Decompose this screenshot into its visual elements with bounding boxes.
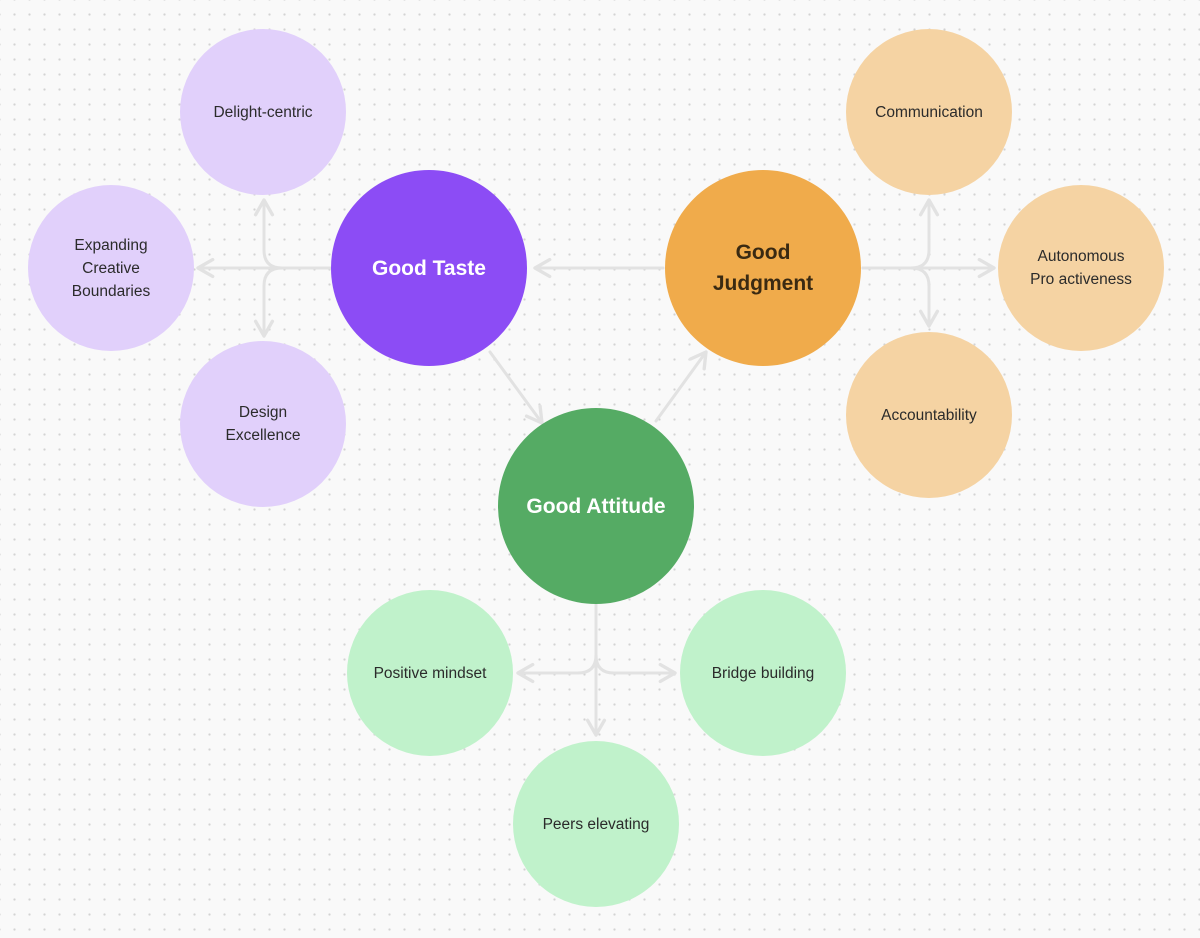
peers-elevating-node[interactable]: Peers elevating (513, 741, 679, 907)
good-taste-label: Good Taste (372, 256, 486, 280)
good-taste-node[interactable]: Good Taste (331, 170, 527, 366)
connector-judgment-to-communication (861, 198, 940, 270)
connector-taste-to-attitude (488, 350, 544, 425)
positive-mindset-node[interactable]: Positive mindset (347, 590, 513, 756)
expanding-creative-boundaries-label: Expanding Creative Boundaries (71, 236, 151, 300)
accountability-label: Accountability (881, 406, 977, 424)
connector-attitude-to-positive (516, 603, 598, 684)
bridge-building-node[interactable]: Bridge building (680, 590, 846, 756)
peers-elevating-label: Peers elevating (542, 815, 650, 833)
delight-centric-label: Delight-centric (213, 103, 313, 121)
delight-centric-node[interactable]: Delight-centric (180, 29, 346, 195)
connector-judgment-to-accountability (861, 266, 940, 328)
communication-label: Communication (875, 103, 983, 121)
autonomous-pro-activeness-label: Autonomous Pro activeness (1030, 248, 1132, 288)
design-excellence-label: Design Excellence (225, 404, 301, 444)
communication-node[interactable]: Communication (846, 29, 1012, 195)
expanding-creative-boundaries-node[interactable]: Expanding Creative Boundaries (28, 185, 194, 351)
connector-taste-to-delight (253, 198, 333, 270)
good-judgment-label: Good Judgment (712, 241, 814, 295)
design-excellence-node[interactable]: Design Excellence (180, 341, 346, 507)
connector-attitude-to-bridge (594, 603, 677, 684)
positive-mindset-label: Positive mindset (373, 664, 487, 682)
good-attitude-label: Good Attitude (526, 494, 666, 518)
bridge-building-label: Bridge building (711, 664, 815, 682)
good-attitude-node[interactable]: Good Attitude (498, 408, 694, 604)
good-judgment-node[interactable]: Good Judgment (665, 170, 861, 366)
connector-attitude-to-judgment (654, 350, 708, 423)
accountability-node[interactable]: Accountability (846, 332, 1012, 498)
connector-taste-to-design (253, 266, 333, 338)
autonomous-pro-activeness-node[interactable]: Autonomous Pro activeness (998, 185, 1164, 351)
